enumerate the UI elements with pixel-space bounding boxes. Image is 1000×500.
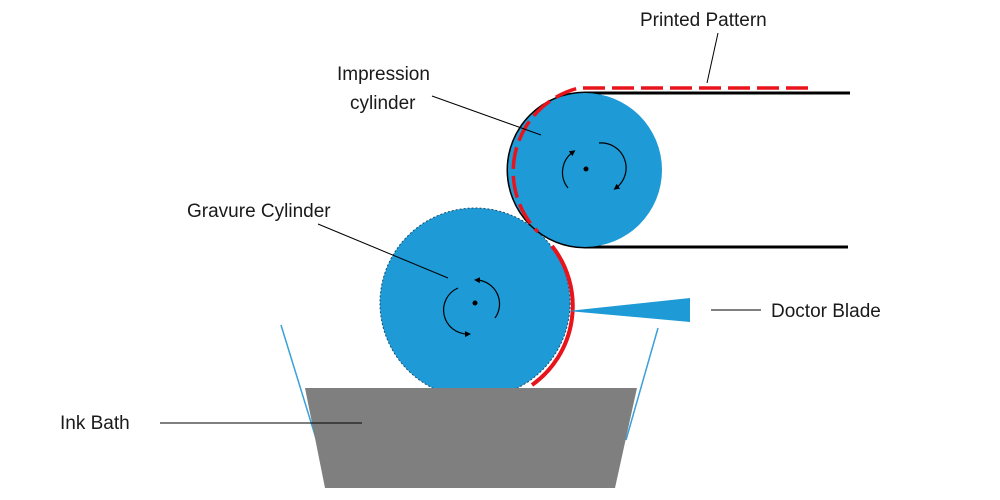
impression-rotation-arrow-right bbox=[598, 142, 627, 190]
impression-cylinder-label-line2: cylinder bbox=[350, 93, 416, 114]
impression-cylinder-leader bbox=[431, 95, 542, 136]
impression-rotation-arrow-left bbox=[561, 150, 576, 189]
doctor-blade-label: Doctor Blade bbox=[771, 301, 881, 322]
gravure-rotation-arrow-right bbox=[474, 277, 501, 319]
printed-pattern-leader bbox=[706, 32, 719, 84]
impression-cylinder-label-line1: Impression bbox=[337, 64, 430, 85]
ink-tank-right-wall bbox=[625, 327, 659, 441]
impression-center-dot bbox=[583, 166, 589, 172]
gravure-cylinder-leader bbox=[317, 223, 449, 279]
printed-pattern-dashes bbox=[511, 86, 808, 234]
ink-bath-label: Ink Bath bbox=[60, 413, 130, 434]
gravure-rotation-arrow-left bbox=[442, 287, 471, 338]
doctor-blade bbox=[568, 298, 690, 322]
ink-bath bbox=[305, 388, 637, 488]
gravure-center-dot bbox=[472, 300, 478, 306]
printed-pattern-label: Printed Pattern bbox=[640, 10, 767, 31]
gravure-cylinder-label: Gravure Cylinder bbox=[187, 201, 331, 222]
ink-tank-left-wall bbox=[280, 324, 319, 446]
gravure-ink-layer bbox=[530, 244, 575, 387]
